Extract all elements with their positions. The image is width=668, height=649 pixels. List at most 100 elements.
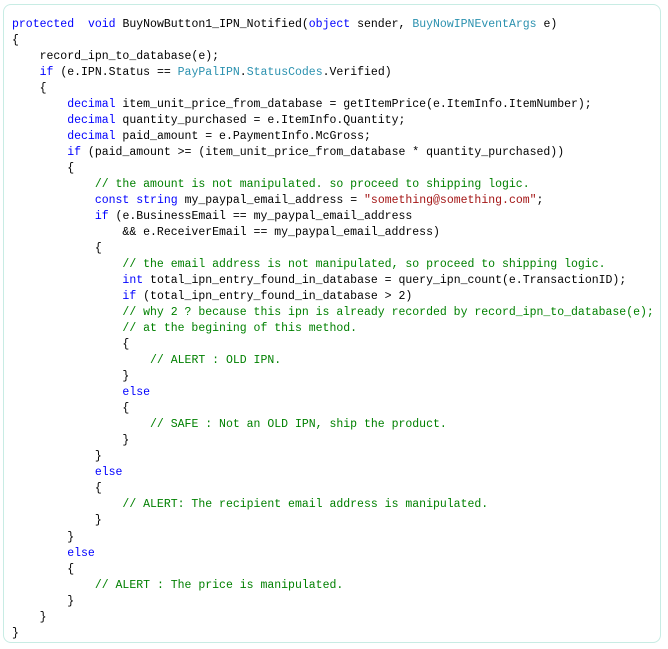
code-token: { xyxy=(12,242,102,256)
code-line: { xyxy=(12,161,654,177)
code-line: if (paid_amount >= (item_unit_price_from… xyxy=(12,145,654,161)
keyword-token: int xyxy=(122,274,144,288)
code-snippet-panel: protected void BuyNowButton1_IPN_Notifie… xyxy=(3,4,661,643)
comment-token: // the amount is not manipulated. so pro… xyxy=(94,178,530,192)
code-line: else xyxy=(12,465,654,481)
code-line: int total_ipn_entry_found_in_database = … xyxy=(12,273,654,289)
code-line: // the amount is not manipulated. so pro… xyxy=(12,177,654,193)
code-line: } xyxy=(12,530,654,546)
code-token xyxy=(12,130,67,143)
code-token: (paid_amount >= (item_unit_price_from_da… xyxy=(81,146,565,160)
code-token: quantity_purchased = e.ItemInfo.Quantity… xyxy=(115,114,406,128)
code-token xyxy=(12,114,67,127)
code-token xyxy=(12,210,95,223)
type-token: StatusCodes xyxy=(246,66,323,80)
code-token: . xyxy=(239,66,247,80)
code-token: (total_ipn_entry_found_in_database > 2) xyxy=(136,290,413,304)
code-block: protected void BuyNowButton1_IPN_Notifie… xyxy=(12,17,654,642)
code-line: else xyxy=(12,385,654,401)
keyword-token: decimal xyxy=(67,98,116,112)
code-token: } xyxy=(12,530,75,544)
code-token xyxy=(12,306,122,319)
code-line: // the email address is not manipulated,… xyxy=(12,257,654,273)
keyword-token: protected xyxy=(12,18,75,31)
code-line: { xyxy=(12,481,654,497)
keyword-token: if xyxy=(67,146,82,160)
code-line: // SAFE : Not an OLD IPN, ship the produ… xyxy=(12,417,654,433)
comment-token: // the email address is not manipulated,… xyxy=(122,258,606,272)
keyword-token: decimal xyxy=(67,130,116,144)
code-line: { xyxy=(12,241,654,257)
code-line: // why 2 ? because this ipn is already r… xyxy=(12,305,654,321)
code-token xyxy=(12,146,67,159)
code-token: total_ipn_entry_found_in_database = quer… xyxy=(143,274,627,288)
code-line: } xyxy=(12,594,654,610)
code-token: } xyxy=(12,450,102,464)
code-token: } xyxy=(12,434,130,448)
code-token xyxy=(12,322,122,335)
code-line: { xyxy=(12,33,654,49)
code-line: { xyxy=(12,401,654,417)
code-line: decimal quantity_purchased = e.ItemInfo.… xyxy=(12,113,654,129)
code-token: } xyxy=(12,626,19,640)
code-token xyxy=(12,579,95,592)
code-token xyxy=(12,354,150,367)
code-token: (e.IPN.Status == xyxy=(53,66,178,80)
code-line: // ALERT : OLD IPN. xyxy=(12,353,654,369)
keyword-token: const xyxy=(94,194,130,208)
comment-token: // SAFE : Not an OLD IPN, ship the produ… xyxy=(150,418,447,432)
code-token: e) xyxy=(536,18,558,31)
keyword-token: else xyxy=(67,546,95,560)
code-line: record_ipn_to_database(e); xyxy=(12,49,654,65)
code-token xyxy=(12,498,122,511)
code-token: } xyxy=(12,514,102,528)
code-line: decimal paid_amount = e.PaymentInfo.McGr… xyxy=(12,129,654,145)
code-line: else xyxy=(12,546,654,562)
code-token: my_paypal_email_address = xyxy=(177,194,365,208)
comment-token: // ALERT: The recipient email address is… xyxy=(122,498,489,512)
code-token: } xyxy=(12,594,75,608)
comment-token: // at the begining of this method. xyxy=(122,322,358,336)
code-line: } xyxy=(12,610,654,626)
code-line: decimal item_unit_price_from_database = … xyxy=(12,97,654,113)
comment-token: // why 2 ? because this ipn is already r… xyxy=(122,306,654,320)
keyword-token: void xyxy=(87,18,116,31)
code-token xyxy=(12,418,150,431)
code-line: } xyxy=(12,369,654,385)
type-token: PayPalIPN xyxy=(177,66,240,80)
code-line: { xyxy=(12,81,654,97)
code-token: { xyxy=(12,82,47,96)
code-token: .Verified) xyxy=(322,66,392,80)
keyword-token: string xyxy=(136,194,178,208)
code-token: (e.BusinessEmail == my_paypal_email_addr… xyxy=(108,210,413,224)
code-token xyxy=(12,466,95,479)
code-token: BuyNowButton1_IPN_Notified( xyxy=(115,18,309,31)
string-literal-token: "something@something.com" xyxy=(364,194,537,208)
code-token: { xyxy=(12,338,130,352)
comment-token: // ALERT : OLD IPN. xyxy=(150,354,282,368)
code-line: // at the begining of this method. xyxy=(12,321,654,337)
code-line: { xyxy=(12,562,654,578)
code-token xyxy=(12,194,95,207)
keyword-token: decimal xyxy=(67,114,116,128)
code-token: paid_amount = e.PaymentInfo.McGross; xyxy=(115,130,371,144)
code-line: // ALERT : The price is manipulated. xyxy=(12,578,654,594)
code-token: { xyxy=(12,402,130,416)
keyword-token: else xyxy=(122,386,151,400)
code-token: sender, xyxy=(350,18,413,31)
code-line: } xyxy=(12,626,654,642)
code-token xyxy=(12,66,40,79)
keyword-token: else xyxy=(94,466,123,480)
code-token: ; xyxy=(536,194,544,208)
code-token: item_unit_price_from_database = getItemP… xyxy=(115,98,592,112)
code-token xyxy=(12,547,67,560)
keyword-token: if xyxy=(39,66,54,80)
code-line: if (e.BusinessEmail == my_paypal_email_a… xyxy=(12,209,654,225)
comment-token: // ALERT : The price is manipulated. xyxy=(94,578,344,592)
code-line: if (e.IPN.Status == PayPalIPN.StatusCode… xyxy=(12,65,654,81)
type-token: BuyNowIPNEventArgs xyxy=(412,18,537,31)
code-token: && e.ReceiverEmail == my_paypal_email_ad… xyxy=(12,226,440,240)
code-line: if (total_ipn_entry_found_in_database > … xyxy=(12,289,654,305)
code-line: } xyxy=(12,513,654,529)
code-token xyxy=(12,386,122,399)
